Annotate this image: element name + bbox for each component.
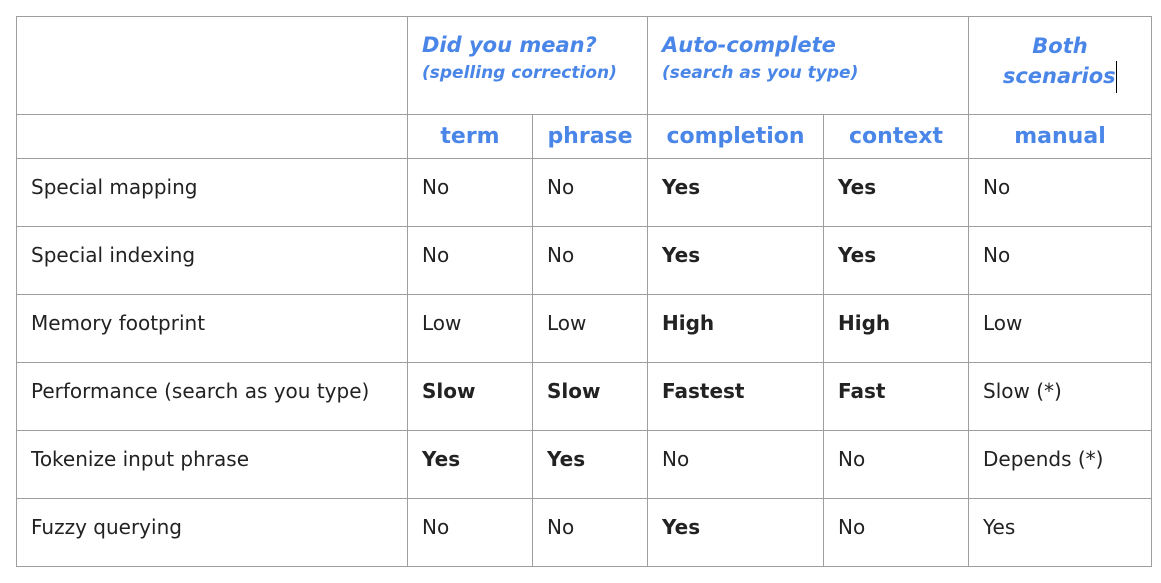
group-subtitle: (spelling correction): [422, 63, 617, 83]
empty-corner-cell: [16, 16, 408, 115]
table-cell: Yes: [968, 498, 1152, 567]
table-cell: No: [823, 498, 969, 567]
column-header-phrase: phrase: [532, 114, 648, 159]
table-cell: Slow (*): [968, 362, 1152, 431]
table-cell: No: [647, 430, 824, 499]
table-cell: Low: [532, 294, 648, 363]
table-cell: No: [532, 226, 648, 295]
group-header-row: Did you mean? (spelling correction) Auto…: [16, 16, 1152, 115]
row-label: Special mapping: [16, 158, 408, 227]
table-cell: No: [968, 158, 1152, 227]
comparison-table: Did you mean? (spelling correction) Auto…: [16, 16, 1152, 567]
table-row: Special mapping No No Yes Yes No: [16, 158, 1152, 227]
table-cell: Fast: [823, 362, 969, 431]
row-label: Fuzzy querying: [16, 498, 408, 567]
table-cell: Yes: [823, 226, 969, 295]
table-cell: No: [407, 226, 533, 295]
group-title-line1: Both: [1032, 34, 1088, 58]
table-cell: Yes: [532, 430, 648, 499]
table-cell: Yes: [647, 158, 824, 227]
row-label: Performance (search as you type): [16, 362, 408, 431]
row-label: Special indexing: [16, 226, 408, 295]
table-cell: No: [532, 498, 648, 567]
table-cell: No: [407, 158, 533, 227]
row-label: Memory footprint: [16, 294, 408, 363]
column-header-term: term: [407, 114, 533, 159]
group-subtitle: (search as you type): [662, 63, 859, 83]
text-cursor: [1115, 61, 1118, 93]
group-title: Did you mean?: [422, 33, 597, 57]
group-header-did-you-mean: Did you mean? (spelling correction): [407, 16, 648, 115]
table-cell: No: [532, 158, 648, 227]
table-cell: No: [823, 430, 969, 499]
column-header-completion: completion: [647, 114, 824, 159]
table-cell: Depends (*): [968, 430, 1152, 499]
table-cell: Low: [968, 294, 1152, 363]
group-title: Auto-complete: [662, 33, 836, 57]
table-cell: No: [968, 226, 1152, 295]
empty-label-header: [16, 114, 408, 159]
table-cell: Fastest: [647, 362, 824, 431]
table-row: Special indexing No No Yes Yes No: [16, 226, 1152, 295]
table-cell: High: [647, 294, 824, 363]
table-row: Fuzzy querying No No Yes No Yes: [16, 498, 1152, 567]
table-row: Tokenize input phrase Yes Yes No No Depe…: [16, 430, 1152, 499]
table-cell: Slow: [407, 362, 533, 431]
table-row: Memory footprint Low Low High High Low: [16, 294, 1152, 363]
row-label: Tokenize input phrase: [16, 430, 408, 499]
group-title-line2: scenarios: [1002, 64, 1116, 88]
table-cell: Yes: [647, 498, 824, 567]
table-cell: Slow: [532, 362, 648, 431]
table-cell: High: [823, 294, 969, 363]
group-header-auto-complete: Auto-complete (search as you type): [647, 16, 969, 115]
table-cell: Yes: [407, 430, 533, 499]
table-cell: Yes: [823, 158, 969, 227]
table-cell: Low: [407, 294, 533, 363]
table-cell: No: [407, 498, 533, 567]
table-cell: Yes: [647, 226, 824, 295]
column-header-context: context: [823, 114, 969, 159]
table-row: Performance (search as you type) Slow Sl…: [16, 362, 1152, 431]
column-header-row: term phrase completion context manual: [16, 114, 1152, 159]
column-header-manual: manual: [968, 114, 1152, 159]
group-header-both-scenarios: Both scenarios: [968, 16, 1152, 115]
